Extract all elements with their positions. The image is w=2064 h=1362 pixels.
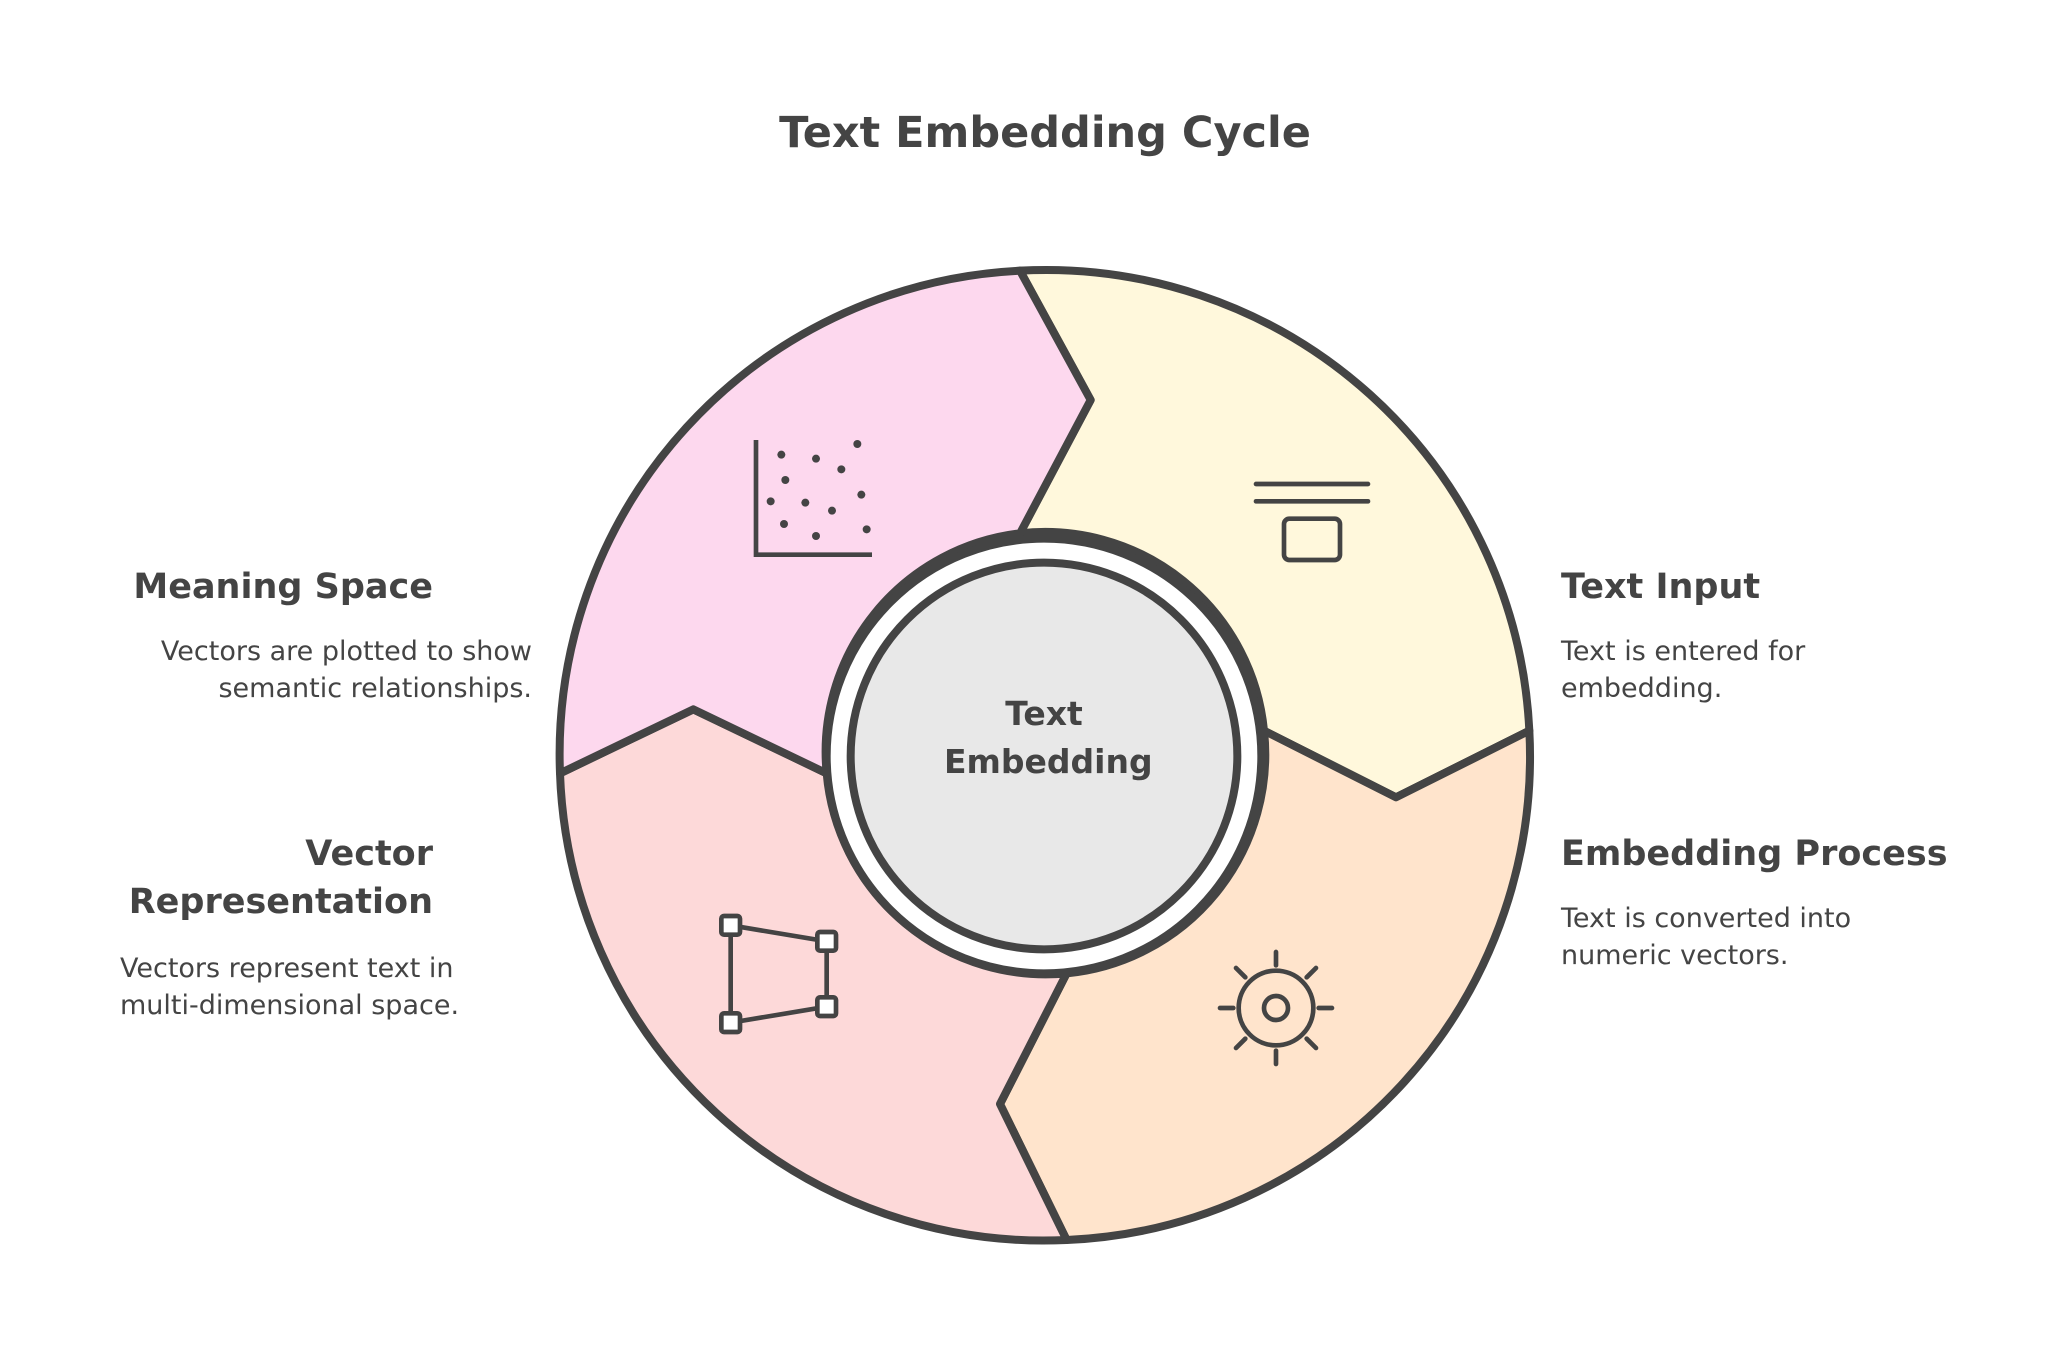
center-circle — [846, 558, 1242, 954]
text-input-icon — [1253, 481, 1371, 563]
stage-title-text-input: Text Input — [1561, 567, 1761, 607]
segment-text-input — [1016, 266, 1534, 802]
stage-title-meaning-space: Meaning Space — [133, 567, 433, 607]
stage-title-vector-representation: Vector Representation — [128, 834, 433, 922]
vector-shape-icon — [719, 913, 839, 1035]
stage-desc-meaning-space: Vectors are plotted to show semantic rel… — [160, 636, 532, 704]
center-label: Text Embedding — [944, 694, 1153, 781]
stage-desc-text-input: Text is entered for embedding. — [1561, 636, 1806, 704]
scatter-plot-icon — [753, 440, 872, 557]
stage-title-embedding-process: Embedding Process — [1561, 834, 1948, 874]
gear-icon — [1217, 949, 1335, 1067]
stage-desc-embedding-process: Text is converted into numeric vectors. — [1561, 903, 1852, 971]
stage-desc-vector-representation: Vectors represent text in multi-dimensio… — [120, 953, 460, 1021]
diagram-title: Text Embedding Cycle — [779, 108, 1311, 158]
